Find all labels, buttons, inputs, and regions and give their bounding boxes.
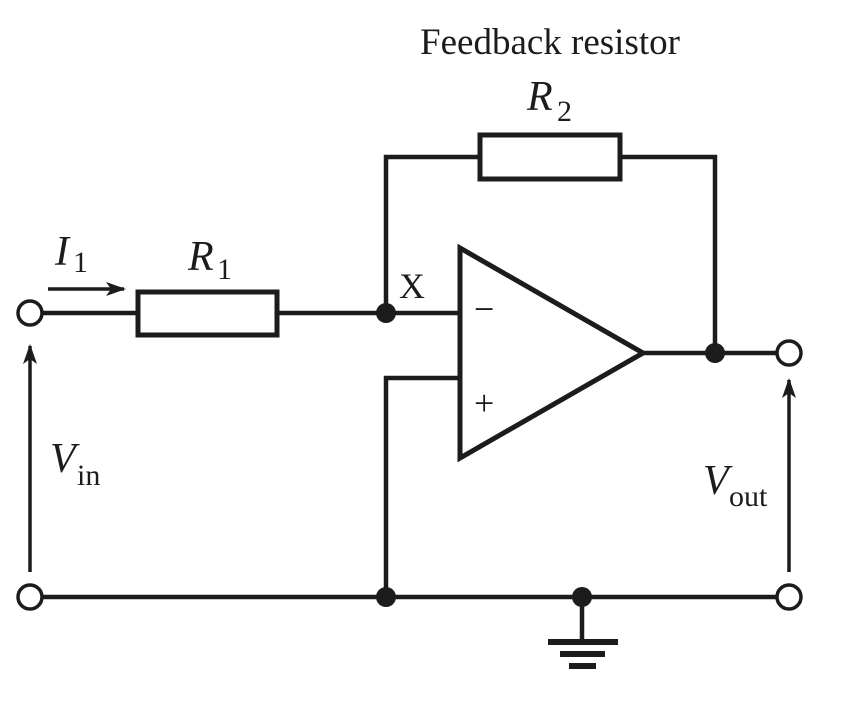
- non-inverting-input-sign: +: [474, 383, 494, 423]
- vin-symbol: V: [50, 436, 80, 482]
- i1-label: I 1: [54, 229, 88, 279]
- r1-label: R 1: [187, 234, 232, 286]
- junction-ground-left: [376, 587, 396, 607]
- input-resistor-r1: [135, 289, 280, 338]
- feedback-resistor-r2: [477, 132, 623, 182]
- junction-ground-right: [572, 587, 592, 607]
- input-ground-terminal: [16, 583, 44, 611]
- r1-subscript: 1: [217, 253, 232, 286]
- inverting-input-sign: −: [474, 289, 494, 329]
- r1-symbol: R: [187, 234, 214, 280]
- output-ground-terminal: [775, 583, 803, 611]
- r2-subscript: 2: [557, 95, 572, 128]
- i1-subscript: 1: [73, 246, 88, 279]
- input-terminal: [16, 299, 44, 327]
- feedback-wire-left: [383, 154, 483, 316]
- feedback-resistor-title: Feedback resistor: [420, 22, 680, 63]
- i1-symbol: I: [54, 229, 71, 275]
- junction-output: [705, 343, 725, 363]
- vout-symbol: V: [703, 458, 733, 504]
- vin-label: V in: [50, 436, 100, 492]
- non-inverting-input-wire: [383, 375, 463, 600]
- vout-label: V out: [703, 458, 768, 513]
- junction-node-x: [376, 303, 396, 323]
- feedback-wire-right: [617, 154, 718, 356]
- r2-symbol: R: [526, 74, 553, 120]
- output-terminal: [775, 339, 803, 367]
- node-x-label: X: [399, 266, 425, 306]
- op-amp-triangle: [457, 243, 649, 463]
- vin-subscript: in: [77, 459, 100, 492]
- vout-subscript: out: [729, 480, 768, 513]
- ground-icon: [548, 639, 618, 669]
- r2-label: R 2: [526, 74, 572, 128]
